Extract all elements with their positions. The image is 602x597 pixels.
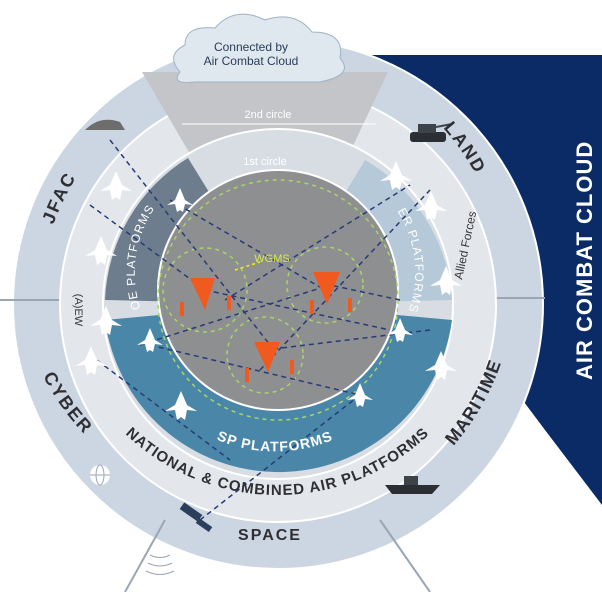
cloud-line-1: Connected by bbox=[213, 40, 289, 54]
domain-divider bbox=[379, 519, 431, 593]
threat-ring bbox=[162, 247, 248, 333]
core-circle bbox=[157, 169, 399, 411]
aircraft-icon bbox=[85, 236, 117, 265]
domain-divider bbox=[124, 519, 166, 593]
threat-ring bbox=[286, 246, 364, 324]
aircraft-icon bbox=[430, 266, 462, 295]
signal-waves-icon bbox=[145, 554, 175, 575]
jfac-building-icon bbox=[85, 119, 125, 130]
threat-emitter-icon bbox=[254, 342, 280, 372]
aircraft-icon bbox=[380, 161, 412, 190]
first-circle-label: 1st circle bbox=[243, 156, 286, 168]
tank-icon bbox=[410, 123, 453, 142]
aircraft-icon bbox=[137, 328, 163, 352]
threat-emitter-icon bbox=[190, 278, 215, 310]
aircraft-icon bbox=[387, 318, 413, 342]
ajew-label: (A)EW bbox=[72, 294, 84, 327]
space-label: SPACE bbox=[238, 527, 302, 544]
data-links bbox=[89, 139, 431, 521]
aircraft-icon bbox=[347, 383, 373, 407]
threat-icons bbox=[180, 272, 352, 382]
aircraft-icon bbox=[100, 171, 132, 200]
aircraft-icon bbox=[75, 346, 107, 375]
aircraft-icons bbox=[75, 161, 462, 420]
threat-ring bbox=[226, 316, 304, 394]
cloud-caption: Connected by Air Combat Cloud bbox=[186, 40, 316, 68]
aircraft-icon bbox=[415, 191, 447, 220]
aircraft-icon bbox=[425, 351, 457, 380]
threat-emitter-icon bbox=[313, 272, 340, 304]
ship-icon bbox=[385, 476, 440, 494]
cloud-line-2: Air Combat Cloud bbox=[203, 54, 299, 68]
banner-title: AIR COMBAT CLOUD bbox=[572, 140, 597, 380]
globe-icon bbox=[90, 464, 110, 486]
cloud-shape bbox=[173, 13, 345, 83]
wgms-label: WGMS bbox=[254, 253, 289, 265]
satellite-icon bbox=[179, 502, 213, 533]
aircraft-icon bbox=[165, 391, 197, 420]
aircraft-icon bbox=[167, 188, 193, 212]
second-circle-label: 2nd circle bbox=[244, 109, 291, 121]
aircraft-icon bbox=[90, 306, 122, 335]
